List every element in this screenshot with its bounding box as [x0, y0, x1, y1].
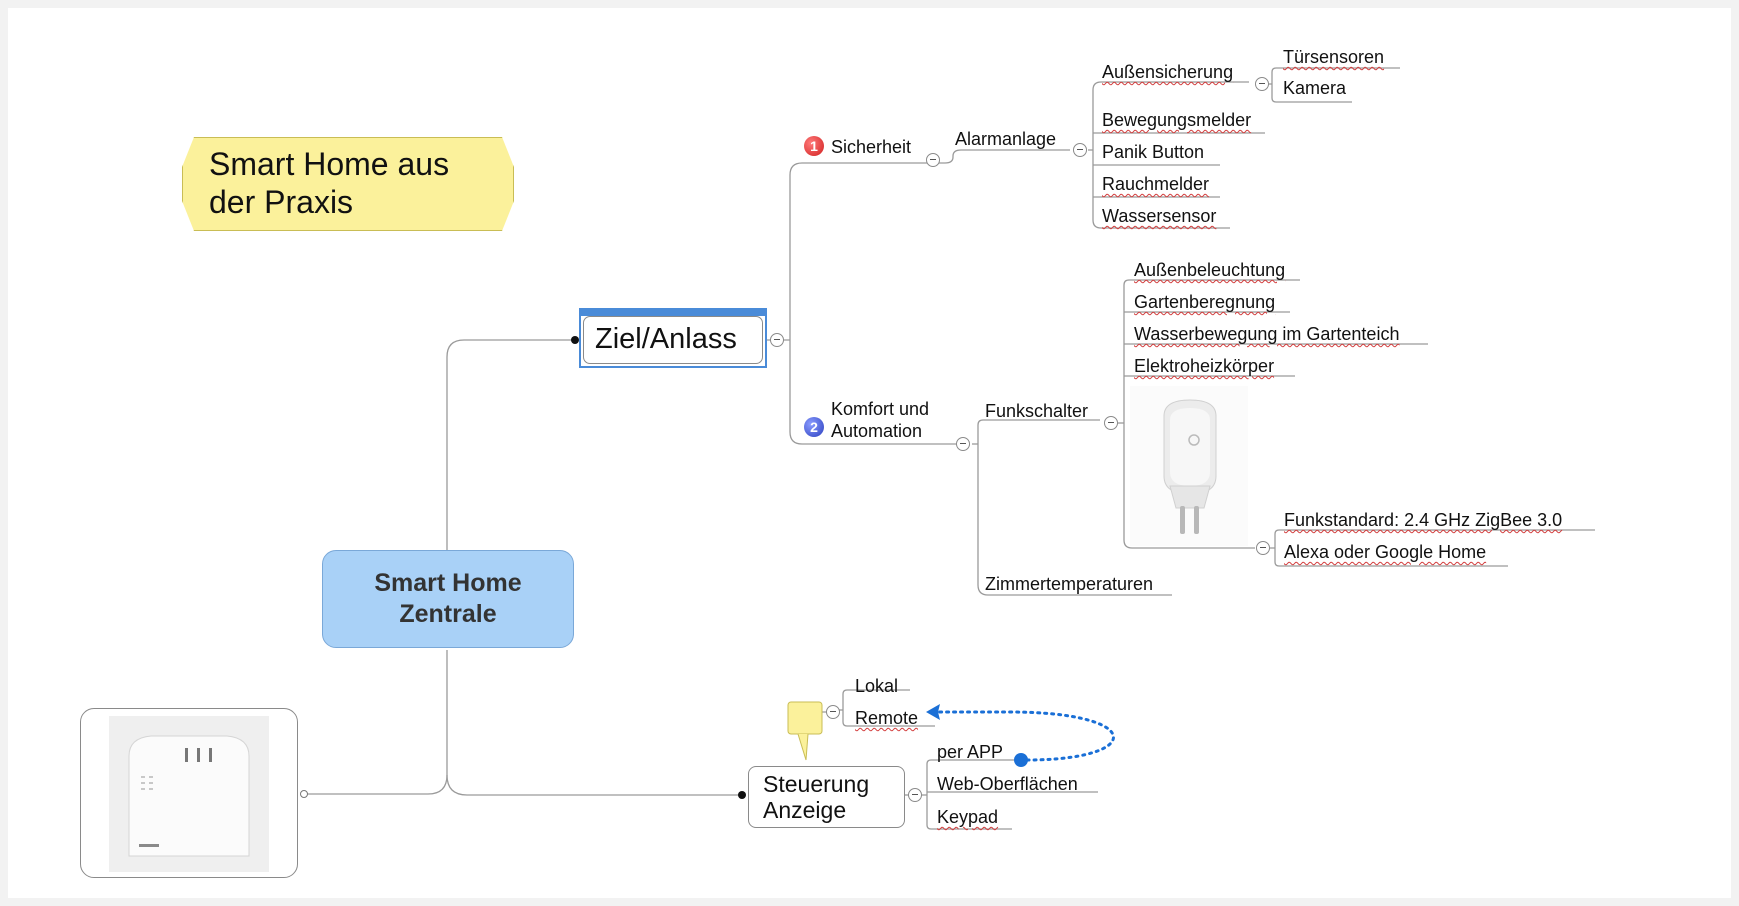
central-topic-line1: Smart Home [374, 569, 522, 597]
wasserbewegung-label[interactable]: Wasserbewegung im Gartenteich [1134, 324, 1400, 344]
aussensicherung-collapse-toggle[interactable] [1255, 77, 1269, 91]
steuerung-collapse-toggle[interactable] [908, 788, 922, 802]
relationship-arrow-head [926, 704, 940, 720]
bewegungsmelder-label[interactable]: Bewegungsmelder [1102, 110, 1252, 130]
relationship-arrow [933, 710, 1115, 762]
steuerung-topic[interactable]: Steuerung Anzeige [748, 766, 905, 828]
central-topic[interactable]: Smart Home Zentrale [322, 550, 574, 648]
steuerung-line2: Anzeige [763, 797, 847, 823]
priority-2-icon: 2 [804, 417, 824, 437]
alarmanlage-collapse-toggle[interactable] [1073, 143, 1087, 157]
central-topic-line2: Zentrale [399, 600, 497, 628]
funkschalter-label[interactable]: Funkschalter [985, 401, 1089, 421]
per-app-label[interactable]: per APP [937, 742, 1004, 762]
gartenberegnung-label[interactable]: Gartenberegnung [1134, 292, 1276, 312]
sicherheit-collapse-toggle[interactable] [926, 153, 940, 167]
alexa-google-label[interactable]: Alexa oder Google Home [1284, 542, 1487, 562]
komfort-collapse-toggle[interactable] [956, 437, 970, 451]
selection-handle-bar [581, 310, 765, 316]
funkstandard-label[interactable]: Funkstandard: 2.4 GHz ZigBee 3.0 [1284, 510, 1563, 530]
komfort-label-line1[interactable]: Komfort und [831, 399, 930, 419]
elektroheizkoerper-label[interactable]: Elektroheizkörper [1134, 356, 1275, 376]
callout-note-icon [787, 701, 823, 761]
ziel-topic-label: Ziel/Anlass [595, 323, 737, 355]
keypad-label[interactable]: Keypad [937, 807, 999, 827]
ziel-topic[interactable]: Ziel/Anlass [583, 316, 763, 364]
remote-label[interactable]: Remote [855, 708, 919, 728]
title-note-line1: Smart Home aus [209, 146, 450, 182]
panik-button-label[interactable]: Panik Button [1102, 142, 1205, 162]
komfort-label-line2[interactable]: Automation [831, 421, 923, 441]
router-device-image [109, 716, 269, 872]
steuerung-line1: Steuerung [763, 771, 870, 797]
wassersensor-label[interactable]: Wassersensor [1102, 206, 1217, 226]
tuersensoren-label[interactable]: Türsensoren [1283, 47, 1385, 67]
web-oberflaechen-label[interactable]: Web-Oberflächen [937, 774, 1078, 794]
router-connector-dot [300, 790, 308, 798]
funkschalter-collapse-toggle[interactable] [1104, 416, 1118, 430]
title-note[interactable]: Smart Home aus der Praxis [182, 137, 514, 231]
aussenbeleuchtung-label[interactable]: Außenbeleuchtung [1134, 260, 1286, 280]
zimmertemperaturen-label[interactable]: Zimmertemperaturen [985, 574, 1154, 594]
steuerung-connector-dot [738, 791, 746, 799]
relationship-start-dot [1014, 753, 1028, 767]
sicherheit-label[interactable]: Sicherheit [831, 137, 912, 157]
callout-collapse-toggle[interactable] [826, 705, 840, 719]
rauchmelder-label[interactable]: Rauchmelder [1102, 174, 1210, 194]
aussensicherung-label[interactable]: Außensicherung [1102, 62, 1234, 82]
ziel-collapse-toggle[interactable] [770, 333, 784, 347]
alarmanlage-label[interactable]: Alarmanlage [955, 129, 1057, 149]
ziel-connector-dot [571, 336, 579, 344]
smart-plug-image [1163, 399, 1217, 534]
kamera-label[interactable]: Kamera [1283, 78, 1347, 98]
router-image-node[interactable] [80, 708, 298, 878]
smart-plug-image-node[interactable] [1130, 386, 1248, 546]
priority-1-icon: 1 [804, 136, 824, 156]
title-note-line2: der Praxis [209, 184, 354, 220]
plug-image-collapse-toggle[interactable] [1256, 541, 1270, 555]
lokal-label[interactable]: Lokal [855, 676, 899, 696]
